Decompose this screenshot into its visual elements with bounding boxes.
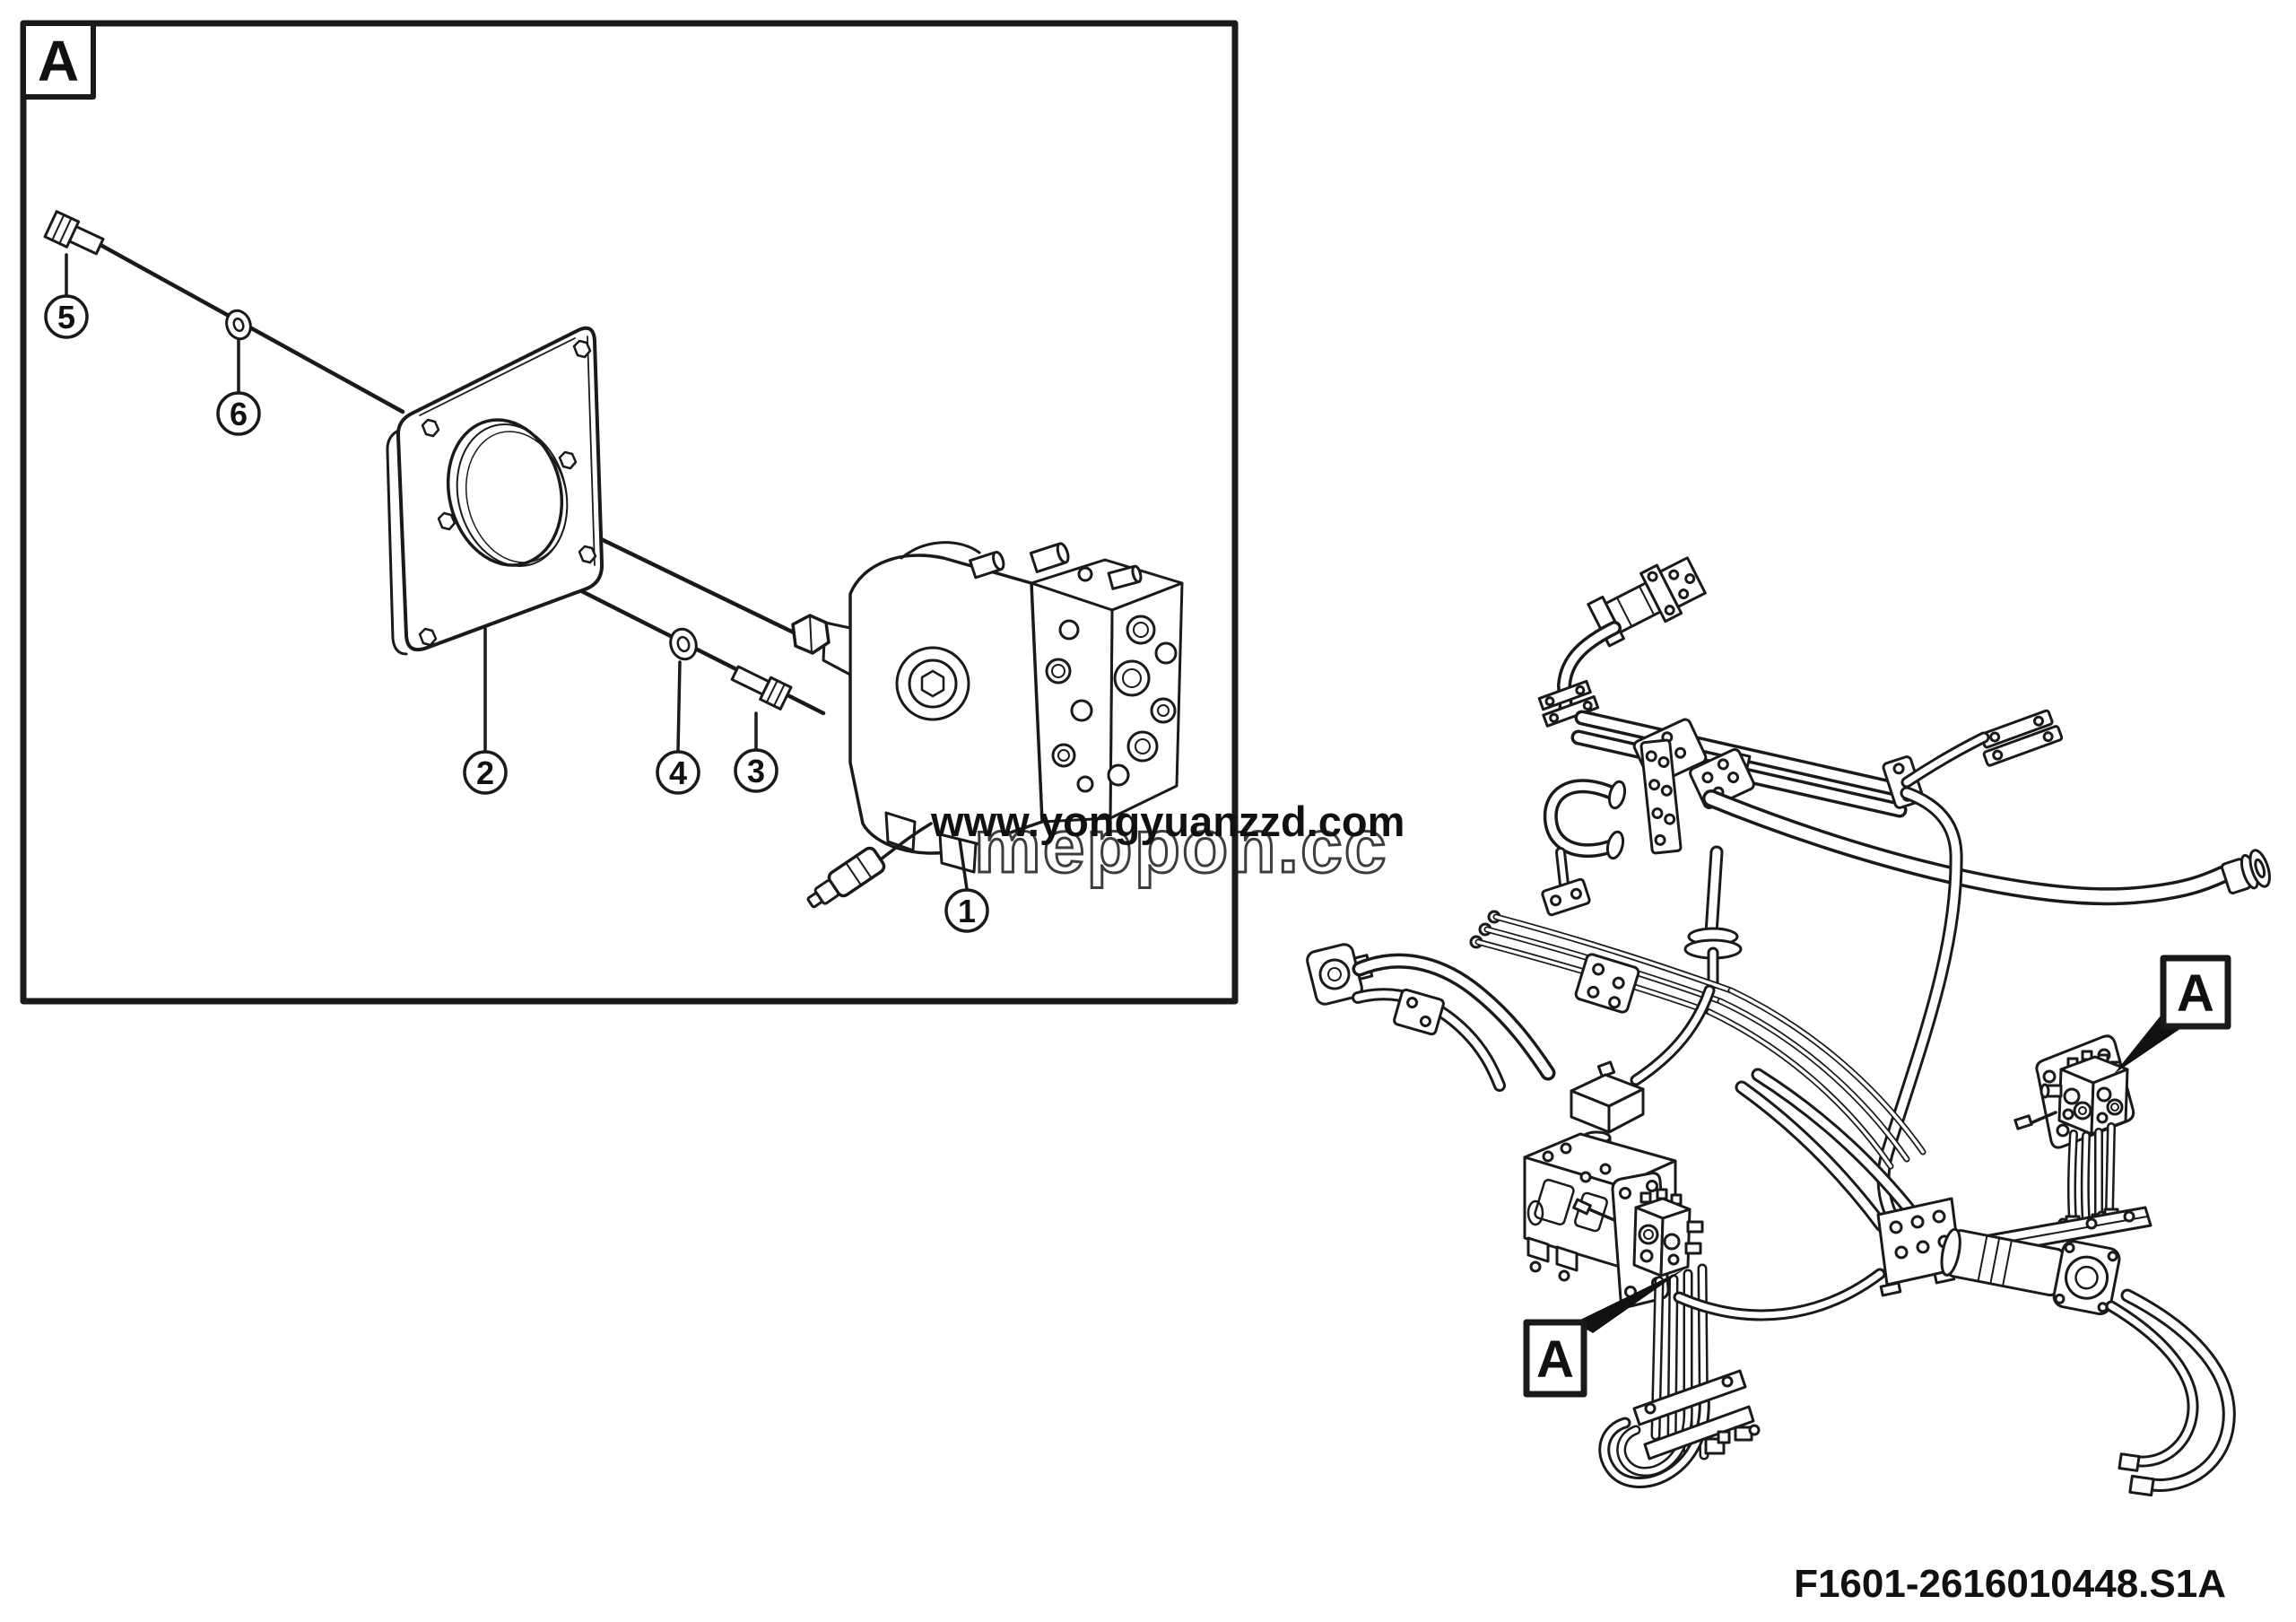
- callout-3: 3: [734, 711, 778, 793]
- svg-text:6: 6: [230, 396, 248, 432]
- bolt-bracket: [1876, 1197, 1962, 1297]
- right-cluster: [1735, 1034, 2236, 1497]
- support-bracket: [1979, 709, 2064, 767]
- mounting-plate: [386, 326, 604, 656]
- bolt-5: [43, 210, 105, 256]
- pump-bracket-left: [1572, 1172, 1704, 1308]
- callout-6: 6: [216, 337, 261, 436]
- lower-left-cluster: [1306, 910, 1926, 1488]
- flange-pair: [1537, 679, 1600, 728]
- svg-text:2: 2: [476, 754, 494, 791]
- assembly-view: A A: [1306, 556, 2271, 1497]
- callout-2: 2: [463, 626, 508, 795]
- hydraulic-motor: [791, 541, 1184, 909]
- callout-4: 4: [656, 660, 700, 795]
- bolt-strip: [1639, 738, 1683, 855]
- ref-label-box-left: [1523, 1319, 1587, 1398]
- detail-box-border: [20, 20, 1239, 1005]
- connector-cable: [879, 822, 933, 861]
- ref-label-text-right: A: [2177, 964, 2214, 1023]
- washer-6: [225, 309, 252, 341]
- exploded-view: 5 6 2 4 3: [43, 210, 1184, 933]
- washer-4: [669, 627, 698, 661]
- svg-text:1: 1: [958, 893, 976, 929]
- leader-wedge-left: [1575, 1269, 1685, 1333]
- detail-label-a: A: [21, 21, 96, 100]
- svg-text:5: 5: [57, 299, 75, 336]
- connector-plug: [806, 846, 886, 909]
- watermark-brand: meppon.cc: [974, 804, 1387, 888]
- callout-1: 1: [944, 838, 989, 933]
- ref-label-a-right: A: [2114, 955, 2231, 1074]
- svg-text:4: 4: [669, 754, 687, 791]
- pump-bracket-right: [2013, 1034, 2135, 1149]
- detail-view: A: [20, 20, 1239, 1005]
- hose-coupling: [2220, 849, 2271, 894]
- watermark-url: www.yongyuanzzd.com: [930, 798, 1405, 845]
- ref-label-box-right: [2160, 955, 2231, 1030]
- part-number: F1601-2616010448.S1A: [1794, 1562, 2226, 1606]
- ref-label-text-left: A: [1536, 1330, 1574, 1389]
- ref-label-a-left: A: [1523, 1269, 1685, 1398]
- horizontal-cylinder: [1940, 1227, 2121, 1316]
- callout-5: 5: [44, 253, 89, 339]
- svg-text:3: 3: [747, 753, 765, 789]
- tube-clamp-plate: [1574, 953, 1640, 1014]
- detail-label-text: A: [38, 29, 79, 93]
- detail-label-box: [21, 21, 96, 100]
- bolt-3: [730, 665, 793, 711]
